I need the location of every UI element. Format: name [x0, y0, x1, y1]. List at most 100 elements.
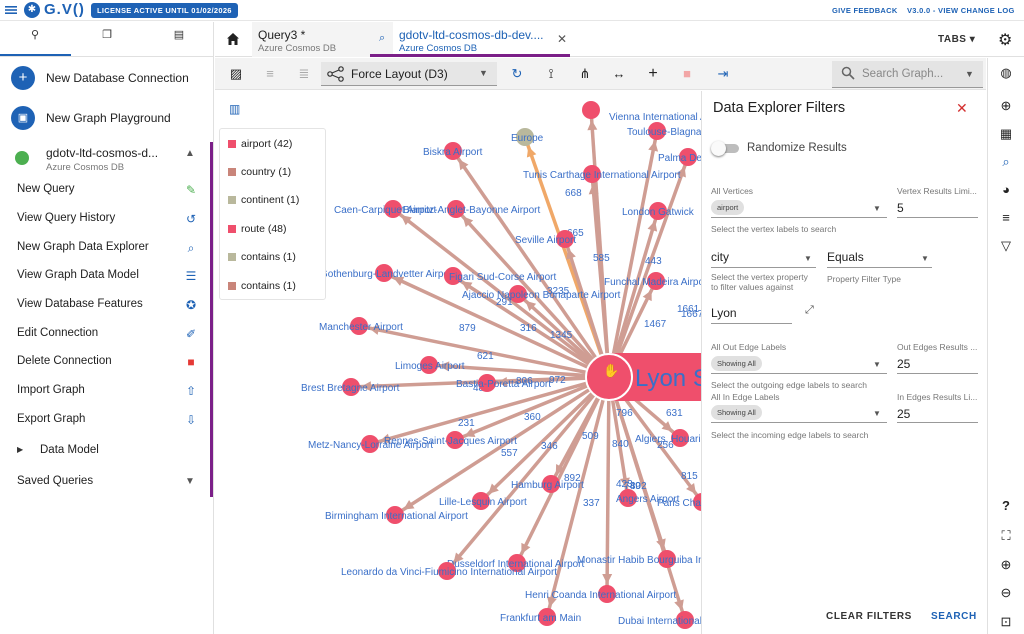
download-icon[interactable]: ⇩ [185, 413, 197, 427]
graph-node[interactable] [342, 378, 360, 396]
graph-node[interactable] [509, 285, 527, 303]
graph-edge[interactable] [590, 173, 611, 378]
graph-edge[interactable] [607, 130, 659, 378]
filter-icon[interactable]: ▽ [1001, 238, 1011, 253]
legend-item[interactable]: contains (1) [228, 251, 296, 263]
filter-type-select[interactable]: Equals [827, 250, 864, 264]
graph-node[interactable] [583, 165, 601, 183]
sidebar-item-delete-connection[interactable]: Delete Connection [17, 355, 112, 367]
graph-node[interactable] [420, 356, 438, 374]
zoom-out-icon[interactable]: ⊖ [1000, 585, 1012, 600]
out-limit-input[interactable]: 25 [897, 357, 911, 371]
graph-node[interactable] [671, 429, 689, 447]
caret-down-icon[interactable]: ▼ [804, 254, 812, 263]
graph-node[interactable] [350, 317, 368, 335]
add-icon[interactable]: + [648, 65, 658, 82]
graph-node[interactable] [538, 608, 556, 626]
vertex-chip[interactable]: airport [711, 200, 745, 215]
graph-edge[interactable] [452, 274, 610, 379]
graph-node[interactable] [676, 611, 694, 629]
caret-down-icon[interactable]: ▼ [873, 409, 881, 418]
graph-edge[interactable] [515, 376, 611, 564]
graph-node[interactable] [438, 562, 456, 580]
tab-queries[interactable]: ❐ [72, 28, 142, 50]
graph-node[interactable] [556, 230, 574, 248]
graph-node[interactable] [582, 101, 600, 119]
chevron-up-icon[interactable]: ▲ [185, 148, 195, 159]
graph-edge[interactable] [358, 324, 610, 379]
star-circle-icon[interactable]: ✪ [185, 298, 197, 312]
graph-edge[interactable] [394, 375, 610, 517]
legend-item[interactable]: route (48) [228, 223, 287, 235]
graph-node[interactable] [444, 142, 462, 160]
new-graph-playground-button[interactable]: New Graph Playground [46, 111, 171, 125]
expand-horizontal-icon[interactable]: ↔ [612, 66, 626, 81]
graph-node[interactable] [446, 431, 464, 449]
zoom-in-icon[interactable]: ⊕ [1000, 557, 1012, 572]
sidebar-item-saved-queries[interactable]: Saved Queries [17, 475, 94, 487]
graph-edge[interactable] [428, 363, 610, 379]
legend-item[interactable]: contains (1) [228, 280, 296, 292]
caret-right-icon[interactable]: ▶ [17, 445, 24, 454]
path-icon[interactable]: ⟟ [548, 66, 554, 81]
fullscreen-icon[interactable]: ⛶ [1001, 528, 1011, 543]
chip-icon[interactable]: ▣ [11, 106, 35, 130]
property-select[interactable]: city [711, 250, 729, 264]
layout-select[interactable]: Force Layout (D3) ▼ [321, 62, 497, 86]
sliders-icon[interactable]: ≡ [1002, 210, 1010, 225]
give-feedback-link[interactable]: GIVE FEEDBACK [832, 6, 898, 15]
graph-search-icon[interactable]: ⌕ [187, 241, 195, 255]
help-icon[interactable]: ? [1002, 498, 1010, 513]
sidebar-item-query-history[interactable]: View Query History [17, 212, 116, 224]
caret-down-icon[interactable]: ▼ [873, 360, 881, 369]
map-icon[interactable]: ▥ [229, 102, 241, 116]
graph-edge[interactable] [545, 376, 611, 618]
export-icon[interactable]: ⇥ [717, 66, 729, 81]
tab-connections[interactable]: ⚲ [0, 28, 70, 50]
gear-icon[interactable]: ⚙ [998, 32, 1013, 49]
sidebar-item-import-graph[interactable]: Import Graph [17, 384, 85, 396]
hierarchy-icon[interactable]: ⋔ [579, 66, 591, 81]
legend-item[interactable]: continent (1) [228, 194, 299, 206]
graph-node[interactable] [375, 264, 393, 282]
hamburger-menu-icon[interactable] [5, 4, 17, 16]
search-graph-input[interactable]: Search Graph... ▼ [832, 61, 983, 88]
fit-screen-icon[interactable]: ⊡ [1000, 614, 1012, 629]
graph-node[interactable] [542, 475, 560, 493]
sidebar-item-export-graph[interactable]: Export Graph [17, 413, 86, 425]
graph-edge[interactable] [451, 150, 611, 378]
sidebar-item-edit-connection[interactable]: Edit Connection [17, 327, 99, 339]
graph-edge[interactable] [479, 375, 611, 503]
mouse-icon[interactable]: ◍ [1000, 65, 1012, 80]
sidebar-item-new-query[interactable]: New Query [17, 183, 75, 195]
sidebar-item-database-features[interactable]: View Database Features [17, 298, 143, 310]
graph-node[interactable] [447, 200, 465, 218]
caret-down-icon[interactable]: ▼ [873, 204, 881, 213]
in-limit-input[interactable]: 25 [897, 407, 911, 421]
image-icon[interactable]: ▨ [229, 66, 243, 81]
filter-list-icon[interactable]: ≣ [298, 66, 310, 81]
graph-edge[interactable] [454, 375, 610, 442]
table-icon[interactable]: ▦ [999, 126, 1013, 141]
graph-edge[interactable] [607, 156, 690, 378]
filter-value-input[interactable]: Lyon [711, 306, 737, 320]
palette-icon[interactable]: ◕ [1002, 182, 1010, 197]
graph-edge[interactable] [563, 238, 611, 378]
graph-node[interactable] [508, 554, 526, 572]
graph-edge[interactable] [445, 375, 611, 573]
clear-filters-button[interactable]: CLEAR FILTERS [826, 611, 912, 622]
delete-icon[interactable]: ■ [683, 66, 691, 81]
crosshair-icon[interactable]: ⊕ [1000, 98, 1012, 113]
plus-icon[interactable]: + [11, 66, 35, 90]
history-icon[interactable]: ↺ [185, 212, 197, 226]
graph-node[interactable] [658, 550, 676, 568]
caret-down-icon[interactable]: ▼ [921, 254, 929, 263]
close-icon[interactable]: ✕ [557, 32, 568, 46]
graph-node[interactable] [384, 200, 402, 218]
graph-edge[interactable] [391, 207, 611, 379]
connection-name[interactable]: gdotv-ltd-cosmos-d... [46, 146, 159, 160]
sidebar-item-data-model[interactable]: Data Model [40, 444, 99, 456]
search-button[interactable]: SEARCH [931, 611, 977, 622]
